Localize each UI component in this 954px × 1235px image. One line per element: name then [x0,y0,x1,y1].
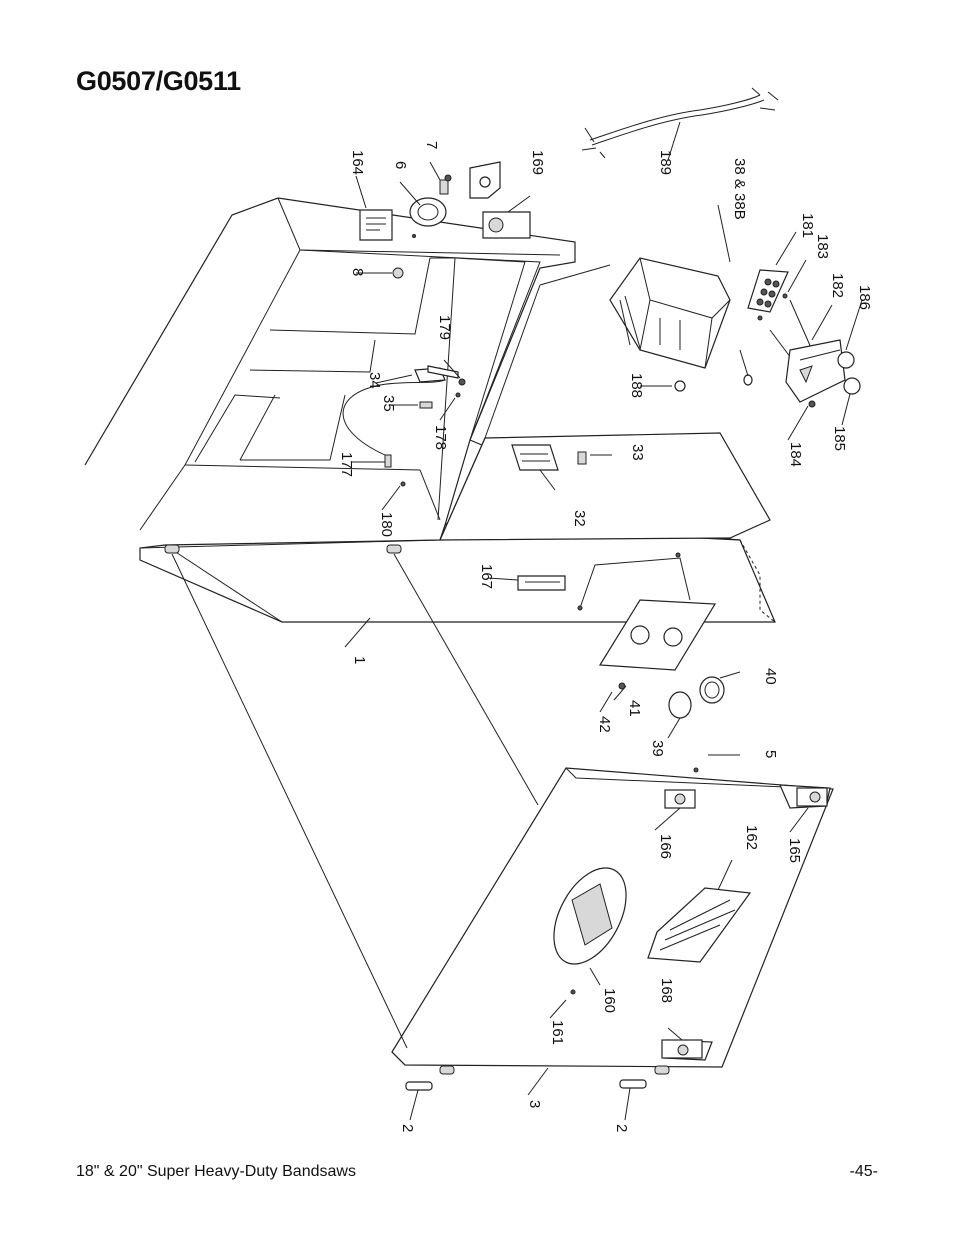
callout-1: 1 [351,656,368,664]
manual-title: 18" & 20" Super Heavy-Duty Bandsaws [76,1163,356,1180]
callout-185: 185 [831,426,848,451]
motor [609,257,753,392]
page-title: G0507/G0511 [76,66,241,96]
callout-8: 8 [349,268,366,276]
callout-168: 168 [658,978,675,1003]
callout-184: 184 [787,442,804,467]
callout-2a: 2 [399,1124,416,1132]
callout-41: 41 [626,700,643,717]
callout-165: 165 [786,838,803,863]
callout-164: 164 [349,150,366,175]
leader-lines [344,121,863,1121]
callout-182: 182 [829,273,846,298]
callout-181: 181 [799,213,816,238]
callout-42: 42 [596,716,613,733]
knob-assembly [392,174,452,279]
callout-2b: 2 [613,1124,630,1132]
callout-166: 166 [657,834,674,859]
cabinet-body [84,161,776,623]
callout-167: 167 [478,564,495,589]
callout-183: 183 [814,234,831,259]
callout-3: 3 [526,1100,543,1108]
callout-39: 39 [649,740,666,757]
callout-161: 161 [549,1020,566,1045]
callout-32: 32 [571,510,588,527]
terminal-block [747,269,813,371]
callout-38: 38 & 38B [731,158,748,220]
callout-179: 179 [436,315,453,340]
page-number: -45- [849,1163,878,1180]
callout-160: 160 [601,988,618,1013]
callout-labels: 1 2 2 3 5 6 7 8 32 33 34 35 38 & 38B 39 … [338,141,873,1132]
callout-189: 189 [657,150,674,175]
callout-40: 40 [762,668,779,685]
wire-harness [581,87,779,159]
switch-plate [577,552,725,719]
callout-5: 5 [762,750,779,758]
callout-177: 177 [338,452,355,477]
callout-180: 180 [378,512,395,537]
callout-33: 33 [629,444,646,461]
decals [359,209,566,591]
callout-34: 34 [366,372,383,389]
cord-box [785,339,861,408]
callout-6: 6 [392,161,409,169]
callout-7: 7 [423,141,440,149]
callout-162: 162 [743,825,760,850]
callout-186: 186 [856,285,873,310]
front-panel [391,767,834,1091]
switch-box [511,444,587,471]
callout-188: 188 [628,373,645,398]
callout-178: 178 [432,425,449,450]
switch-cable [342,365,466,487]
callout-35: 35 [380,395,397,412]
callout-169: 169 [529,150,546,175]
